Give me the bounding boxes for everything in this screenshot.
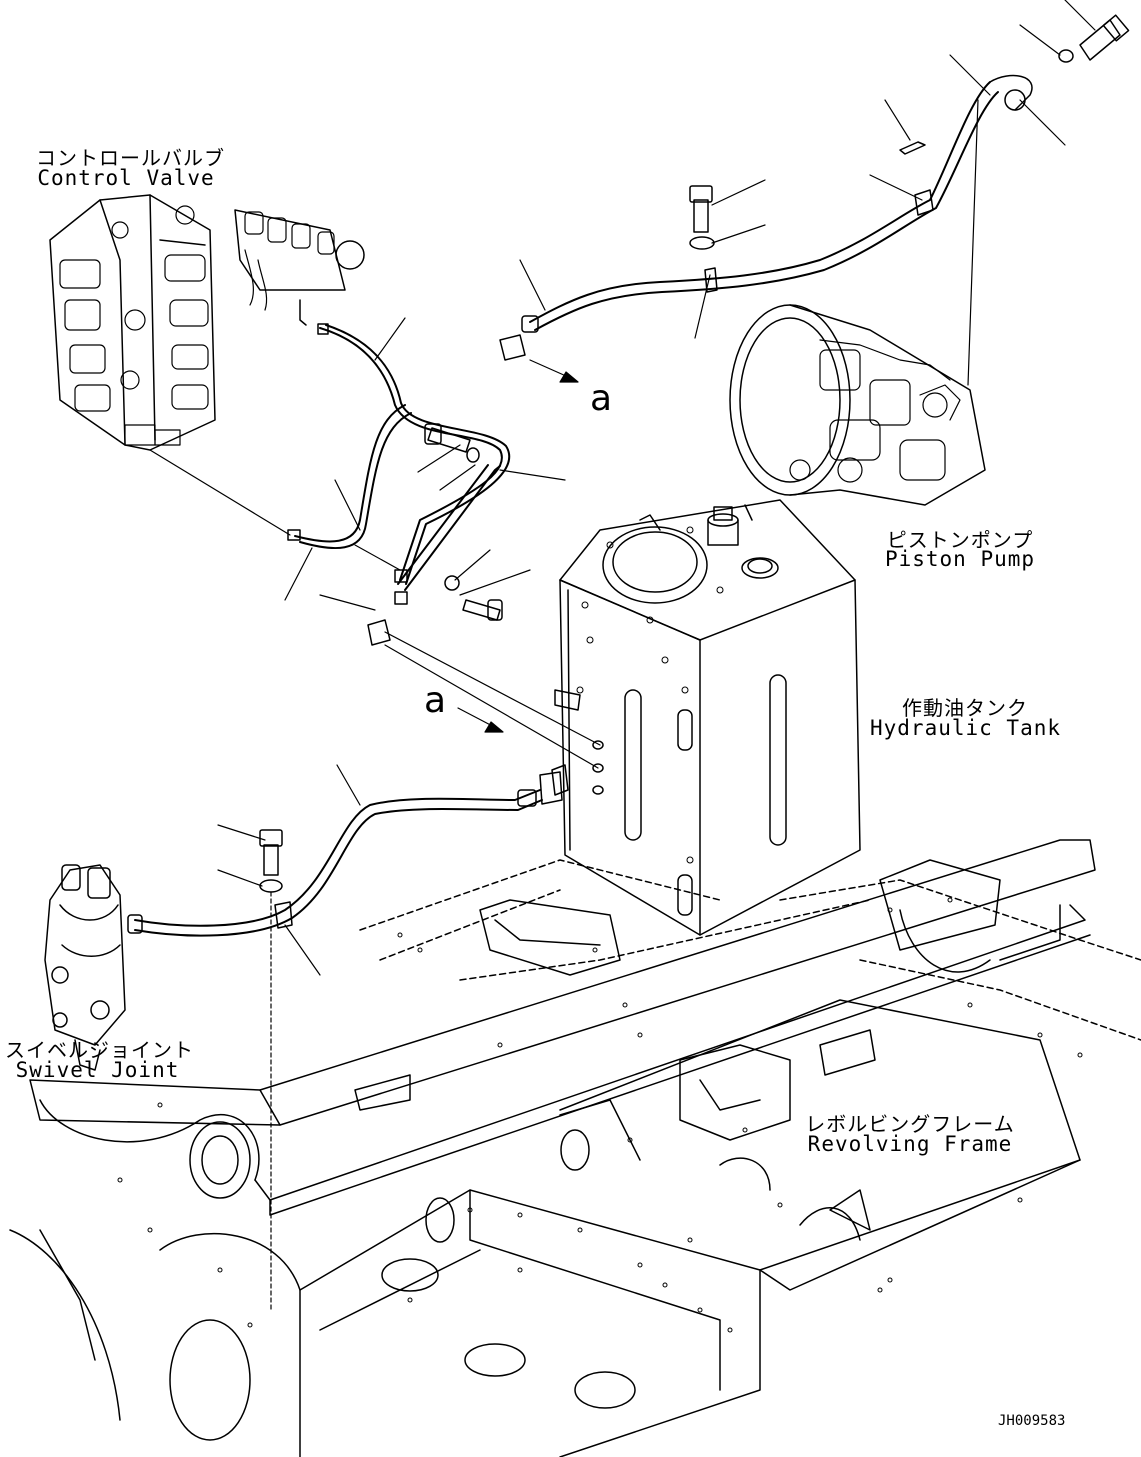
control-valve-label-en: Control Valve: [37, 166, 215, 190]
revolving-frame-label-en: Revolving Frame: [807, 1132, 1013, 1156]
hose-pump-to-tank: [500, 76, 1032, 360]
swivel-joint-label-jp: スイベルジョイント: [5, 1038, 194, 1062]
piston-pump: [730, 305, 985, 505]
view-a-callout-tank: a: [424, 680, 447, 721]
view-a-callout-top: a: [590, 378, 613, 419]
swivel-joint: [45, 865, 125, 1070]
piston-pump-label-en: Piston Pump: [884, 547, 1036, 571]
hydraulic-tank: [552, 500, 860, 935]
revolving-frame: [10, 840, 1141, 1457]
hydraulic-tank-label-jp: 作動油タンク: [902, 696, 1028, 720]
control-valve-label-jp: コントロールバルブ: [36, 146, 225, 170]
control-valve: [50, 195, 364, 450]
revolving-frame-label-jp: レボルビングフレーム: [805, 1112, 1015, 1136]
fasteners: [260, 15, 1129, 892]
leader-lines: [150, 0, 1095, 1310]
hose-swivel-to-tank: [128, 772, 562, 936]
swivel-joint-label-en: Swivel Joint: [15, 1058, 180, 1082]
document-id: JH009583: [998, 1413, 1066, 1429]
piston-pump-label-jp: ピストンポンプ: [886, 528, 1034, 552]
hydraulic-tank-label-en: Hydraulic Tank: [870, 716, 1062, 740]
